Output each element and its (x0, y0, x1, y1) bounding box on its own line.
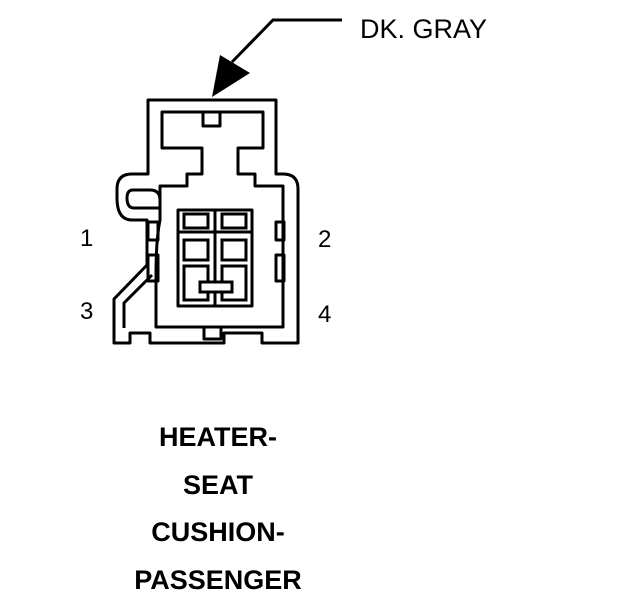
cavity-pin-1 (182, 212, 210, 230)
leader-arrow (212, 18, 342, 97)
connector-housing (112, 98, 300, 345)
pin-label-2: 2 (318, 226, 331, 253)
title-line-4: PASSENGER (134, 565, 302, 595)
cavity-pin-2 (220, 212, 248, 230)
cavity-pin-2-lower (220, 238, 248, 262)
cavity-pin-1-lower (182, 238, 210, 262)
terminal-cavities (182, 212, 248, 302)
title-line-3: CUSHION- (151, 517, 285, 547)
title-line-2: SEAT (183, 470, 254, 500)
connector-title: HEATER- SEAT CUSHION- PASSENGER (134, 422, 302, 595)
pin-label-1: 1 (80, 225, 93, 252)
cavity-center-bar (198, 280, 234, 294)
title-line-1: HEATER- (159, 422, 277, 452)
pin-label-4: 4 (318, 301, 331, 328)
pin-label-3: 3 (80, 298, 93, 325)
wire-color-label: DK. GRAY (360, 14, 487, 44)
